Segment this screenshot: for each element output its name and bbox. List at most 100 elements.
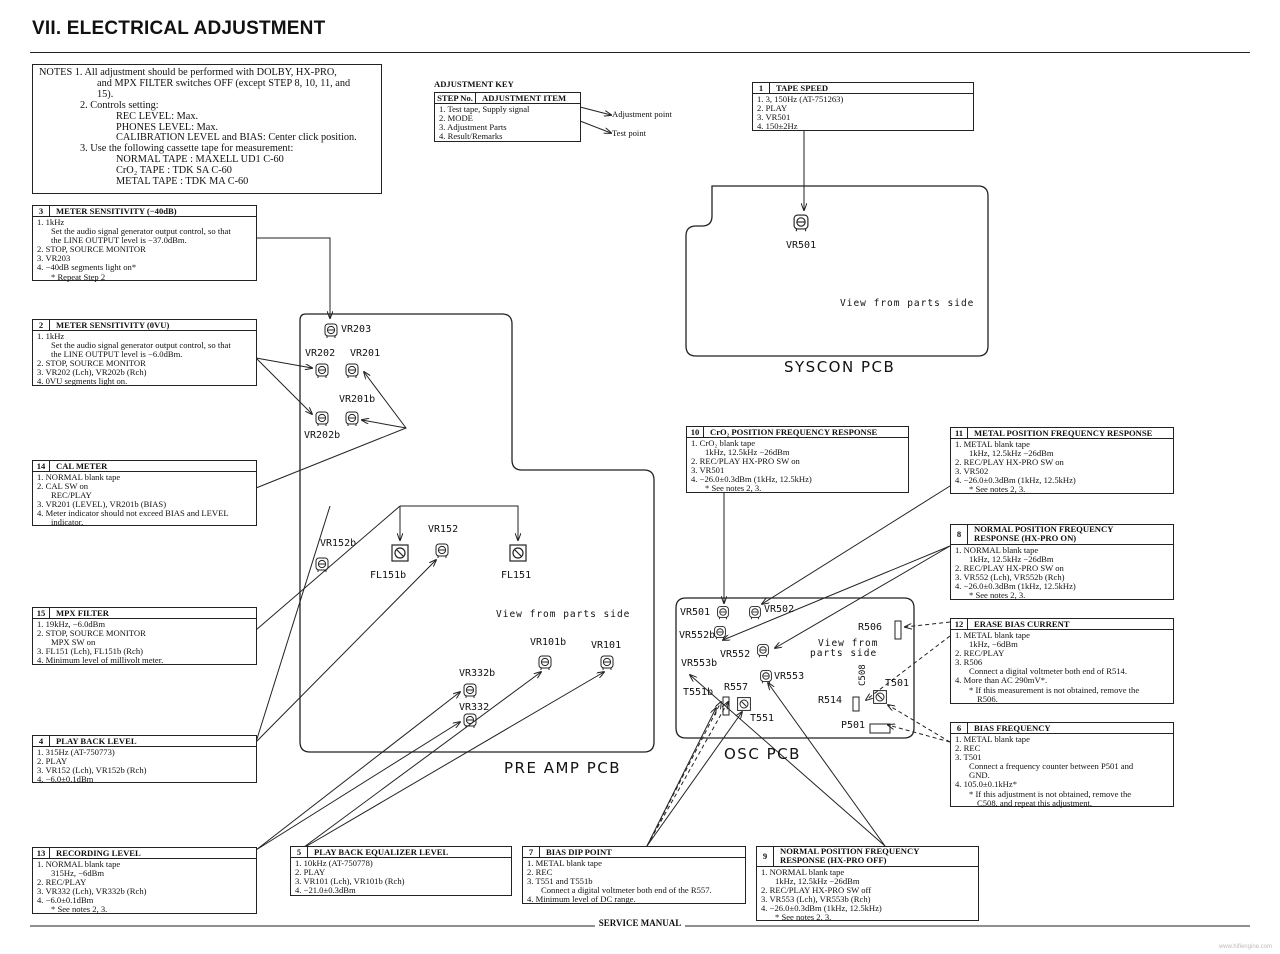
step-line: 3. VR553 (Lch), VR553b (Rch) [761, 894, 871, 905]
step-title: METER SENSITIVITY (0VU) [56, 320, 170, 330]
preamp-pcb-label: PRE AMP PCB [504, 759, 622, 777]
step-line: 4. −6.0±0.1dBm [37, 895, 94, 906]
vr332-label: VR332 [459, 702, 490, 713]
step-line: Set the audio signal generator output co… [51, 340, 231, 351]
t551b-label: T551b [683, 687, 714, 698]
step-title: CrO₂ POSITION FREQUENCY RESPONSE [710, 427, 878, 437]
step-line: 1. CrO₂ blank tape [691, 438, 756, 448]
step-number: 12 [951, 619, 968, 629]
step-title: MPX FILTER [56, 608, 109, 618]
step-number: 1 [753, 83, 770, 93]
step-line: 4. More than AC 290mV*. [955, 675, 1048, 686]
step-line: 4. 0VU segments light on. [37, 376, 128, 387]
vr101b-label: VR101b [530, 637, 567, 648]
step-line: 1kHz, 12.5kHz −26dBm [705, 447, 790, 458]
step-line: GND. [969, 770, 990, 781]
step-line: 315Hz, −6dBm [51, 868, 105, 879]
step-line: 1. METAL blank tape [955, 734, 1030, 744]
step-line: * See notes 2, 3. [51, 904, 108, 915]
vr201-label: VR201 [350, 348, 381, 359]
step-line: 1. METAL blank tape [955, 630, 1030, 640]
footer: SERVICE MANUAL [0, 918, 1280, 936]
vr501-syscon-label: VR501 [786, 240, 817, 251]
vr552-label: VR552 [720, 649, 751, 660]
step-line: 1. 3, 150Hz (AT-751263) [757, 94, 844, 104]
step-line: 3. VR201 (LEVEL), VR201b (BIAS) [37, 499, 167, 510]
step-line: 3. FL151 (Lch), FL151b (Rch) [37, 646, 143, 657]
step-line: 4. −21.0±0.3dBm [295, 885, 356, 896]
osc-pcb-label: OSC PCB [724, 745, 801, 763]
step-line: 4. Minimum level of millivolt meter. [37, 655, 164, 666]
footer-label: SERVICE MANUAL [594, 918, 686, 928]
step-line: Set the audio signal generator output co… [51, 226, 231, 237]
step-line: 1kHz, 12.5kHz −26dBm [969, 554, 1054, 565]
step-number: 13 [33, 848, 50, 858]
step-line: 3. VR101 (Lch), VR101b (Rch) [295, 876, 405, 887]
step-title: PLAY BACK EQUALIZER LEVEL [314, 847, 449, 857]
note-line: PHONES LEVEL: Max. [116, 121, 219, 133]
step-line: R506. [977, 693, 998, 704]
step-line: * If this measurement is not obtained, r… [969, 684, 1140, 695]
notes-box: NOTES 1. All adjustment should be perfor… [32, 64, 382, 194]
step-line: 3. VR332 (Lch), VR332b (Rch) [37, 886, 147, 897]
step-title-line: NORMAL POSITION FREQUENCY [780, 846, 920, 856]
osc-pcb-outline [675, 597, 915, 739]
osc-view-note-2: parts side [810, 648, 878, 659]
step-title-line: RESPONSE (HX-PRO OFF) [780, 855, 887, 865]
step-line: 2. REC/PLAY HX-PRO SW on [955, 457, 1064, 468]
step-line: 2. CAL SW on [37, 481, 89, 492]
note-line: CALIBRATION LEVEL and BIAS: Center click… [116, 132, 357, 144]
step-line: 2. REC/PLAY [37, 877, 87, 888]
step-line: * See notes 2, 3. [775, 912, 832, 923]
preamp-pcb-outline [299, 313, 655, 753]
t501-label: T501 [885, 678, 910, 689]
vr553b-label: VR553b [681, 658, 718, 669]
r506-label: R506 [858, 622, 883, 633]
key-item: 2. MODE [439, 113, 473, 124]
step-line: 3. VR203 [37, 253, 71, 264]
step-line: 1kHz, 12.5kHz −26dBm [969, 448, 1054, 459]
step-line: 2. REC/PLAY HX-PRO SW on [691, 456, 800, 467]
step-line: 4. −26.0±0.3dBm (1kHz, 12.5kHz) [955, 475, 1076, 486]
key-item: 3. Adjustment Parts [439, 122, 507, 133]
vr501-label: VR501 [680, 607, 711, 618]
step-number: 9 [757, 847, 774, 866]
note-line: NOTES 1. All adjustment should be perfor… [39, 67, 337, 78]
preamp-view-note: View from parts side [496, 609, 631, 620]
step-title: BIAS DIP POINT [546, 847, 612, 857]
step-line: indicator. [51, 517, 84, 528]
vr502-label: VR502 [764, 604, 795, 615]
step-title: PLAY BACK LEVEL [56, 736, 137, 746]
step-number: 14 [33, 461, 50, 471]
step-title: BIAS FREQUENCY [974, 723, 1051, 733]
step-number: 8 [951, 525, 968, 544]
step-line: 3. R506 [955, 657, 983, 668]
step-line: 1. 19kHz, −6.0dBm [37, 619, 106, 629]
step-line: 1kHz, −6dBm [969, 639, 1018, 650]
step-line: 1. NORMAL blank tape [37, 859, 121, 869]
step-line: 2. STOP, SOURCE MONITOR [37, 244, 146, 255]
note-line: 3. Use the following cassette tape for m… [80, 143, 294, 155]
step-title: TAPE SPEED [776, 83, 829, 93]
key-item: 1. Test tape, Supply signal [439, 104, 530, 114]
step-line: the LINE OUTPUT level is −37.0dBm. [51, 235, 187, 246]
step-line: Connect a digital voltmeter both end of … [541, 885, 712, 896]
step-title: METER SENSITIVITY (−40dB) [56, 206, 177, 216]
step-line: 1. NORMAL blank tape [37, 472, 121, 482]
r557-label: R557 [724, 682, 749, 693]
step-line: 1. 315Hz (AT-750773) [37, 747, 115, 757]
step-line: 4. 150±2Hz [757, 121, 798, 132]
step-line: Connect a frequency counter between P501… [969, 761, 1134, 772]
watermark: www.hifiengine.com [1218, 944, 1272, 950]
step-line: 4. 105.0±0.1kHz* [955, 779, 1018, 790]
step-line: 2. REC [527, 867, 553, 878]
step-line: 2. STOP, SOURCE MONITOR [37, 628, 146, 639]
step-line: 4. Minimum level of DC range. [527, 894, 636, 905]
vr553-label: VR553 [774, 671, 805, 682]
